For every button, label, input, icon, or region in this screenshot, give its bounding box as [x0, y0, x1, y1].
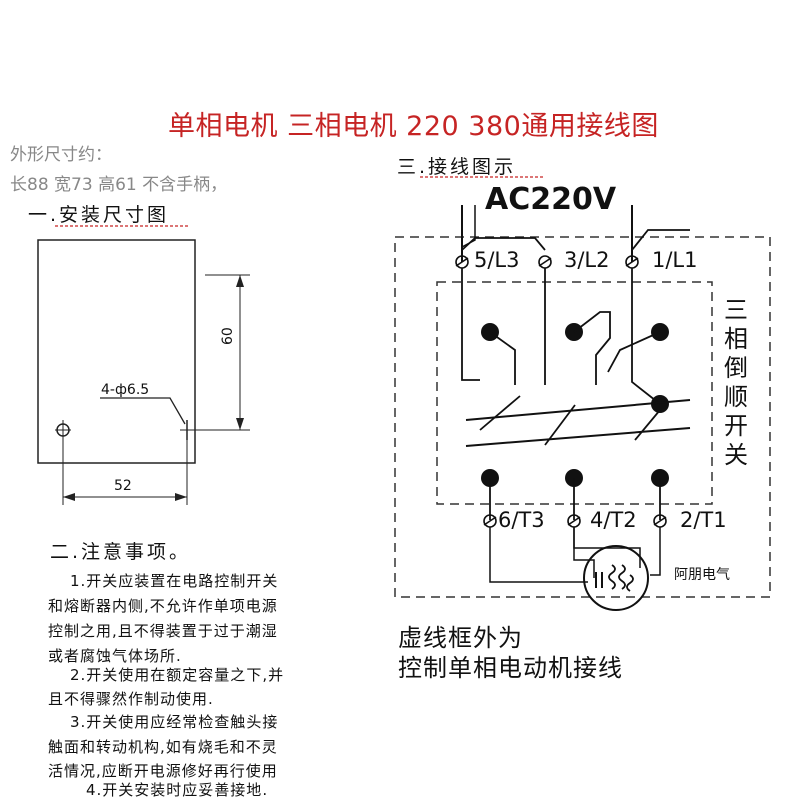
mounting-hole-icon: [180, 420, 195, 440]
section1-heading: 一.安装尺寸图: [28, 204, 170, 226]
supply-voltage-label: AC220V: [485, 182, 617, 217]
motor-lead: [489, 527, 588, 583]
page-title: 单相电机 三相电机 220 380通用接线图: [168, 111, 659, 142]
switch-bar: [465, 399, 691, 421]
dimensions-label: 外形尺寸约：: [10, 145, 112, 165]
footer-line-1: 虚线框外为: [398, 624, 523, 652]
dimensions-values: 长88 宽73 高61 不含手柄，: [10, 175, 228, 195]
switch-label: 三相倒顺开关: [724, 296, 748, 469]
hole-leader: [100, 397, 186, 425]
internal-wire: [607, 331, 661, 373]
height-dimension-label: 60: [220, 327, 236, 345]
note-line: 3.开关使用应经常检查触头接: [70, 713, 279, 731]
note-line: 控制之用,且不得装置于过于潮湿: [48, 622, 278, 640]
outer-dashed-box: [394, 236, 771, 598]
terminal-label-t1: 2/T1: [680, 508, 727, 532]
arrow-icon: [236, 275, 244, 287]
note-line: 或者腐蚀气体场所.: [48, 647, 182, 665]
width-dimension-label: 52: [114, 478, 132, 494]
note-line: 4.开关安装时应妥善接地.: [86, 781, 269, 799]
mounting-hole-icon: [55, 420, 71, 440]
brand-label: 阿朋电气: [674, 567, 730, 583]
arrow-icon: [63, 493, 75, 501]
note-line: 触面和转动机构,如有烧毛和不灵: [48, 738, 278, 756]
note-line: 活情况,应断开电源修好再行使用: [48, 762, 278, 780]
motor-icon: [583, 545, 649, 611]
footer-line-2: 控制单相电动机接线: [398, 654, 623, 682]
note-line: 2.开关使用在额定容量之下,并: [70, 666, 285, 684]
section3-heading: 三.接线图示: [397, 156, 517, 178]
arrow-icon: [236, 418, 244, 430]
terminal-label-t2: 4/T2: [590, 508, 637, 532]
note-line: 1.开关应装置在电路控制开关: [70, 572, 279, 590]
terminal-screw-icon: [538, 255, 552, 269]
switch-bar: [465, 427, 691, 447]
motor-lead: [650, 527, 661, 576]
internal-wire: [489, 331, 516, 385]
section2-heading: 二.注意事项。: [50, 541, 192, 563]
terminal-label-l3: 5/L3: [474, 248, 520, 272]
internal-wire: [573, 311, 611, 385]
jumper-wire: [631, 229, 690, 251]
mounting-outline: [37, 239, 196, 464]
internal-wire: [631, 268, 661, 405]
note-line: 和熔断器内侧,不允许作单项电源: [48, 597, 278, 615]
terminal-label-l2: 3/L2: [564, 248, 610, 272]
terminal-label-l1: 1/L1: [652, 248, 698, 272]
internal-wire: [461, 268, 480, 381]
note-line: 且不得骤然作制动使用.: [48, 690, 214, 708]
terminal-label-t3: 6/T3: [498, 508, 545, 532]
jumper-wire: [461, 237, 546, 251]
hole-label: 4-ф6.5: [101, 382, 150, 398]
arrow-icon: [175, 493, 187, 501]
